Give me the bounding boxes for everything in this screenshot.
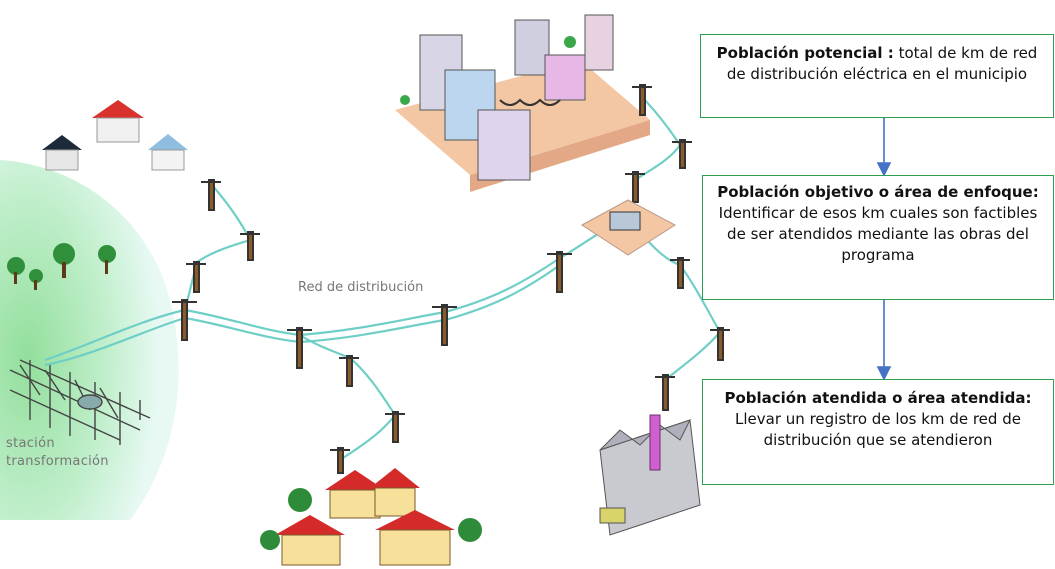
substation-zone	[0, 160, 179, 520]
poblacion-atendida-box: Población atendida o área atendida: Llev…	[702, 379, 1054, 485]
houses-icon	[42, 100, 188, 171]
substation-label-1: stación	[6, 436, 55, 451]
poblacion-objetivo-title: Población objetivo o área de enfoque:	[717, 183, 1039, 201]
flow-arrows	[876, 118, 892, 381]
poblacion-potencial-text: total de km de red de distribución eléct…	[726, 44, 1038, 83]
residential-houses-icon	[260, 468, 482, 566]
poblacion-objetivo-text: Identificar de esos km cuales son factib…	[718, 204, 1038, 264]
factory-icon	[599, 414, 701, 536]
poblacion-atendida-title: Población atendida o área atendida:	[724, 389, 1032, 407]
network-label: Red de distribución	[298, 280, 423, 295]
substation-label-2: transformación	[6, 454, 109, 469]
poblacion-potencial-box: Población potencial : total de km de red…	[700, 34, 1054, 118]
city-block-icon	[395, 14, 650, 192]
trees-icon	[7, 243, 116, 290]
poblacion-atendida-text: Llevar un registro de los km de red de d…	[735, 410, 1021, 449]
utility-poles	[172, 84, 730, 474]
poblacion-potencial-title: Población potencial :	[716, 44, 894, 62]
substation-icon	[9, 359, 151, 445]
poblacion-objetivo-box: Población objetivo o área de enfoque: Id…	[702, 175, 1054, 300]
transformer-icon	[581, 199, 676, 256]
